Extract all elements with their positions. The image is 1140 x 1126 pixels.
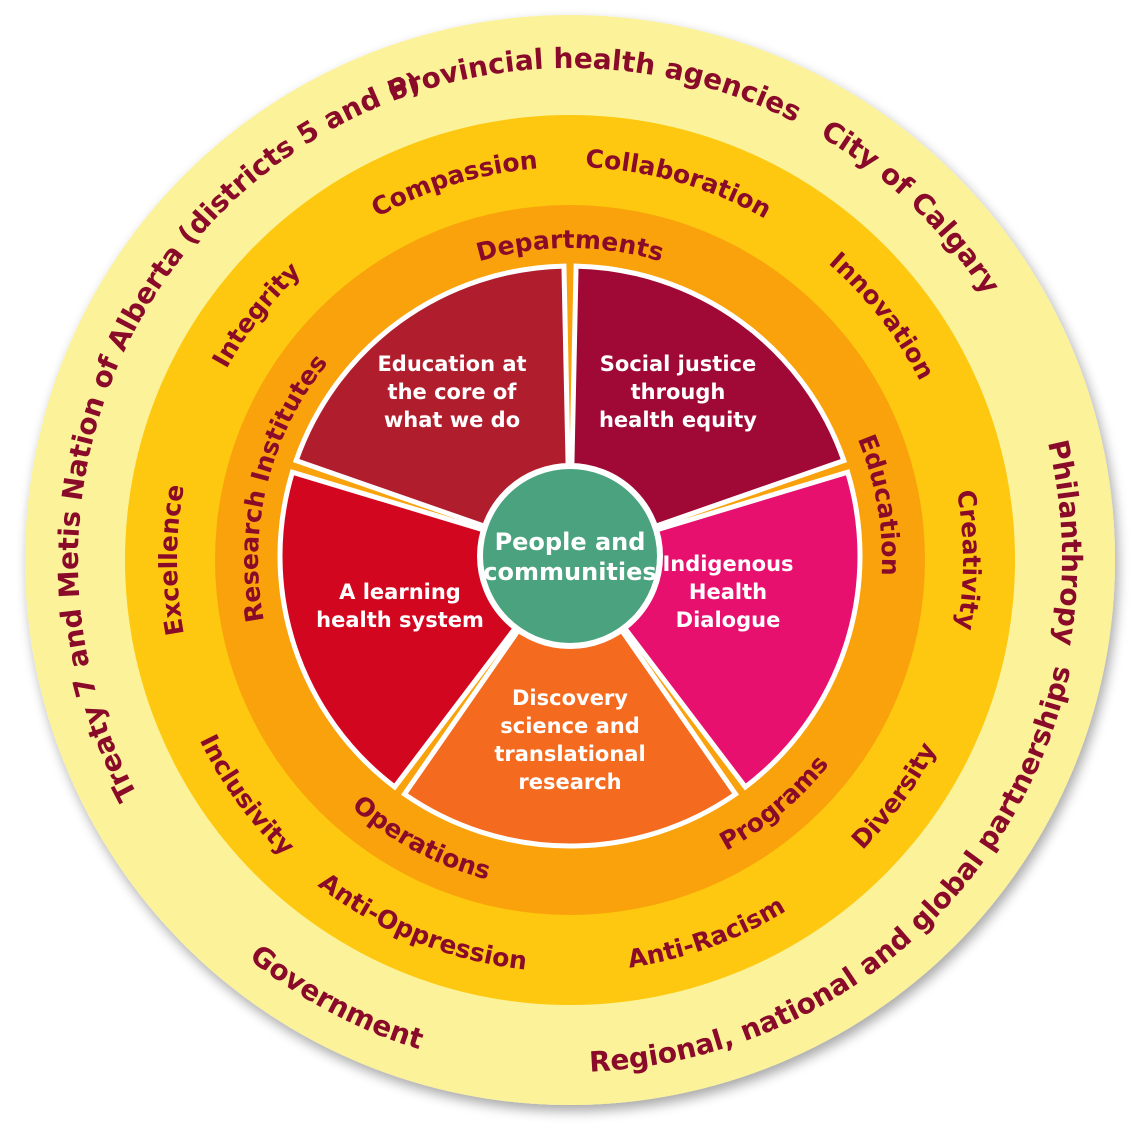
center-circle: [477, 463, 663, 649]
priority-wedge-discovery: [401, 551, 739, 849]
priority-wedge-social-justice: [567, 263, 848, 560]
priority-wedge-education-at: [292, 263, 573, 560]
